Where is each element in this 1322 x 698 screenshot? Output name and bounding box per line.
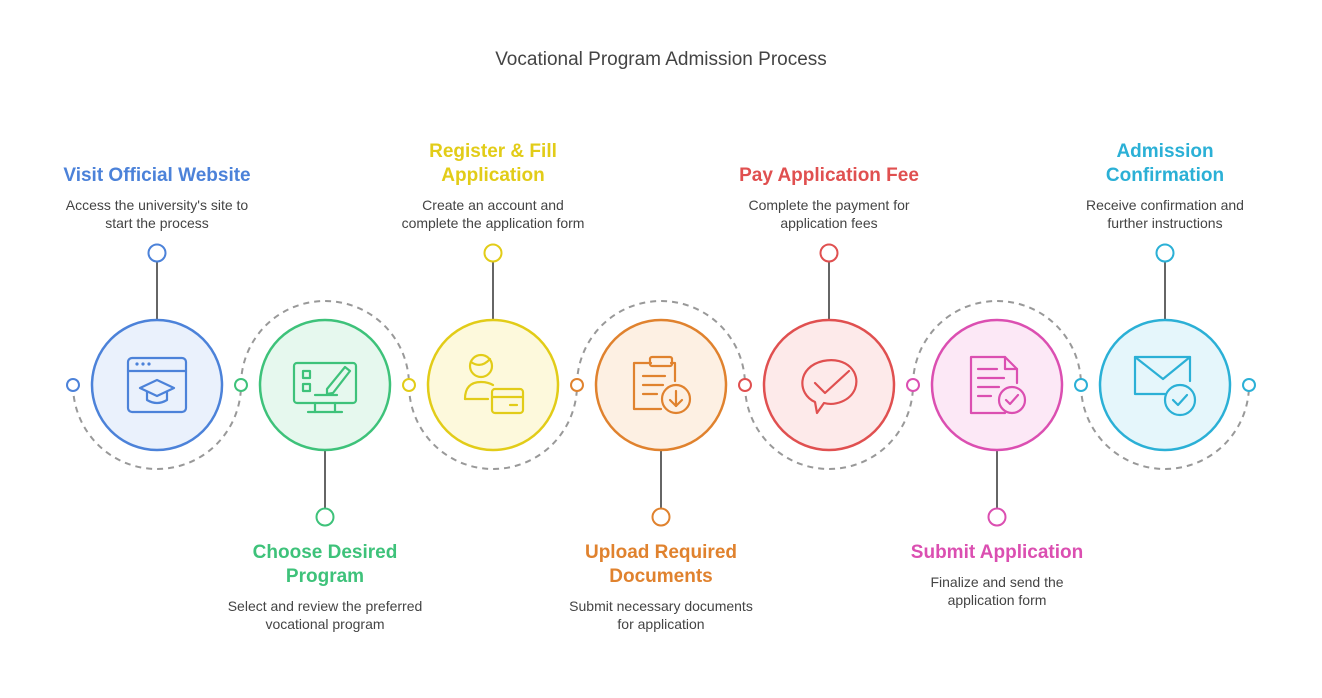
step-node xyxy=(258,318,392,527)
step-description: Complete the payment for application fees xyxy=(699,196,959,232)
connector-marker xyxy=(1155,243,1175,263)
step-description-line: Complete the payment for xyxy=(748,197,910,213)
connector-marker xyxy=(819,243,839,263)
step-description-line: Select and review the preferred xyxy=(227,598,423,614)
step-title-line: Application xyxy=(441,165,545,186)
dashed-arc xyxy=(408,384,578,470)
step-description: Receive confirmation and further instruct… xyxy=(1035,196,1295,232)
connector-marker xyxy=(147,243,167,263)
dashed-arc xyxy=(744,384,914,470)
step-description-line: Receive confirmation and xyxy=(1086,197,1244,213)
step-circle xyxy=(930,318,1064,452)
step-description-line: application fees xyxy=(780,215,878,231)
step-description: Create an account and complete the applic… xyxy=(363,196,623,232)
axis-junction-dot xyxy=(234,378,248,392)
dashed-arc xyxy=(912,300,1082,386)
step-title-line: Register & Fill xyxy=(429,141,557,162)
step-title: Visit Official Website xyxy=(27,164,287,188)
step-description-line: complete the application form xyxy=(401,215,585,231)
step-node xyxy=(594,318,728,527)
clipboard-download-icon xyxy=(632,355,692,415)
step-description: Access the university's site to start the… xyxy=(27,196,287,232)
monitor-checklist-pencil-icon xyxy=(292,361,358,414)
step-circle xyxy=(258,318,392,452)
document-check-icon xyxy=(969,355,1027,415)
browser-graduation-cap-icon xyxy=(126,356,188,414)
step-description: Submit necessary documents for applicatio… xyxy=(531,597,791,633)
step-title: Submit Application xyxy=(867,541,1127,565)
step-description-line: Create an account and xyxy=(422,197,564,213)
step-node xyxy=(930,318,1064,527)
step-description-line: further instructions xyxy=(1107,215,1223,231)
dashed-arc xyxy=(1080,384,1250,470)
connector-marker xyxy=(315,507,335,527)
step-description-line: vocational program xyxy=(265,616,385,632)
connector-marker xyxy=(987,507,1007,527)
dashed-arc xyxy=(72,384,242,470)
step-description-line: for application xyxy=(617,616,705,632)
step-title-line: Pay Application Fee xyxy=(739,165,919,186)
speech-bubble-check-icon xyxy=(801,359,858,415)
step-node xyxy=(762,243,896,452)
dashed-arc xyxy=(240,300,410,386)
axis-junctions xyxy=(66,378,1256,392)
step-title-line: Submit Application xyxy=(910,542,1084,563)
axis-junction-dot xyxy=(1074,378,1088,392)
axis-junction-dot xyxy=(1242,378,1256,392)
step-title-line: Confirmation xyxy=(1105,165,1225,186)
envelope-check-icon xyxy=(1133,355,1197,417)
user-id-card-icon xyxy=(463,353,525,415)
axis-junction-dot xyxy=(570,378,584,392)
step-node xyxy=(426,243,560,452)
step-title-line: Documents xyxy=(609,566,713,587)
step-circle xyxy=(762,318,896,452)
axis-junction-dot xyxy=(906,378,920,392)
diagram-title: Vocational Program Admission Process xyxy=(495,49,827,70)
dashed-connector-arcs xyxy=(72,300,1250,470)
step-node xyxy=(1098,243,1232,452)
step-title-line: Upload Required xyxy=(584,542,737,563)
dashed-arc xyxy=(576,300,746,386)
connector-marker xyxy=(483,243,503,263)
connector-marker xyxy=(651,507,671,527)
step-description-line: Access the university's site to xyxy=(65,197,249,213)
step-title-line: Visit Official Website xyxy=(63,165,251,186)
step-title-line: Program xyxy=(285,566,365,587)
step-title-line: Choose Desired xyxy=(252,542,398,563)
step-title: Pay Application Fee xyxy=(699,164,959,188)
step-circle xyxy=(90,318,224,452)
step-description-line: application form xyxy=(947,592,1047,608)
step-description-line: Finalize and send the xyxy=(930,574,1064,590)
axis-junction-dot xyxy=(402,378,416,392)
axis-junction-dot xyxy=(738,378,752,392)
step-node xyxy=(90,243,224,452)
step-description-line: Submit necessary documents xyxy=(569,598,753,614)
step-description-line: start the process xyxy=(105,215,209,231)
step-description: Select and review the preferred vocationa… xyxy=(195,597,455,633)
step-circle xyxy=(1098,318,1232,452)
step-title-line: Admission xyxy=(1116,141,1214,162)
step-description: Finalize and send the application form xyxy=(867,573,1127,609)
axis-junction-dot xyxy=(66,378,80,392)
